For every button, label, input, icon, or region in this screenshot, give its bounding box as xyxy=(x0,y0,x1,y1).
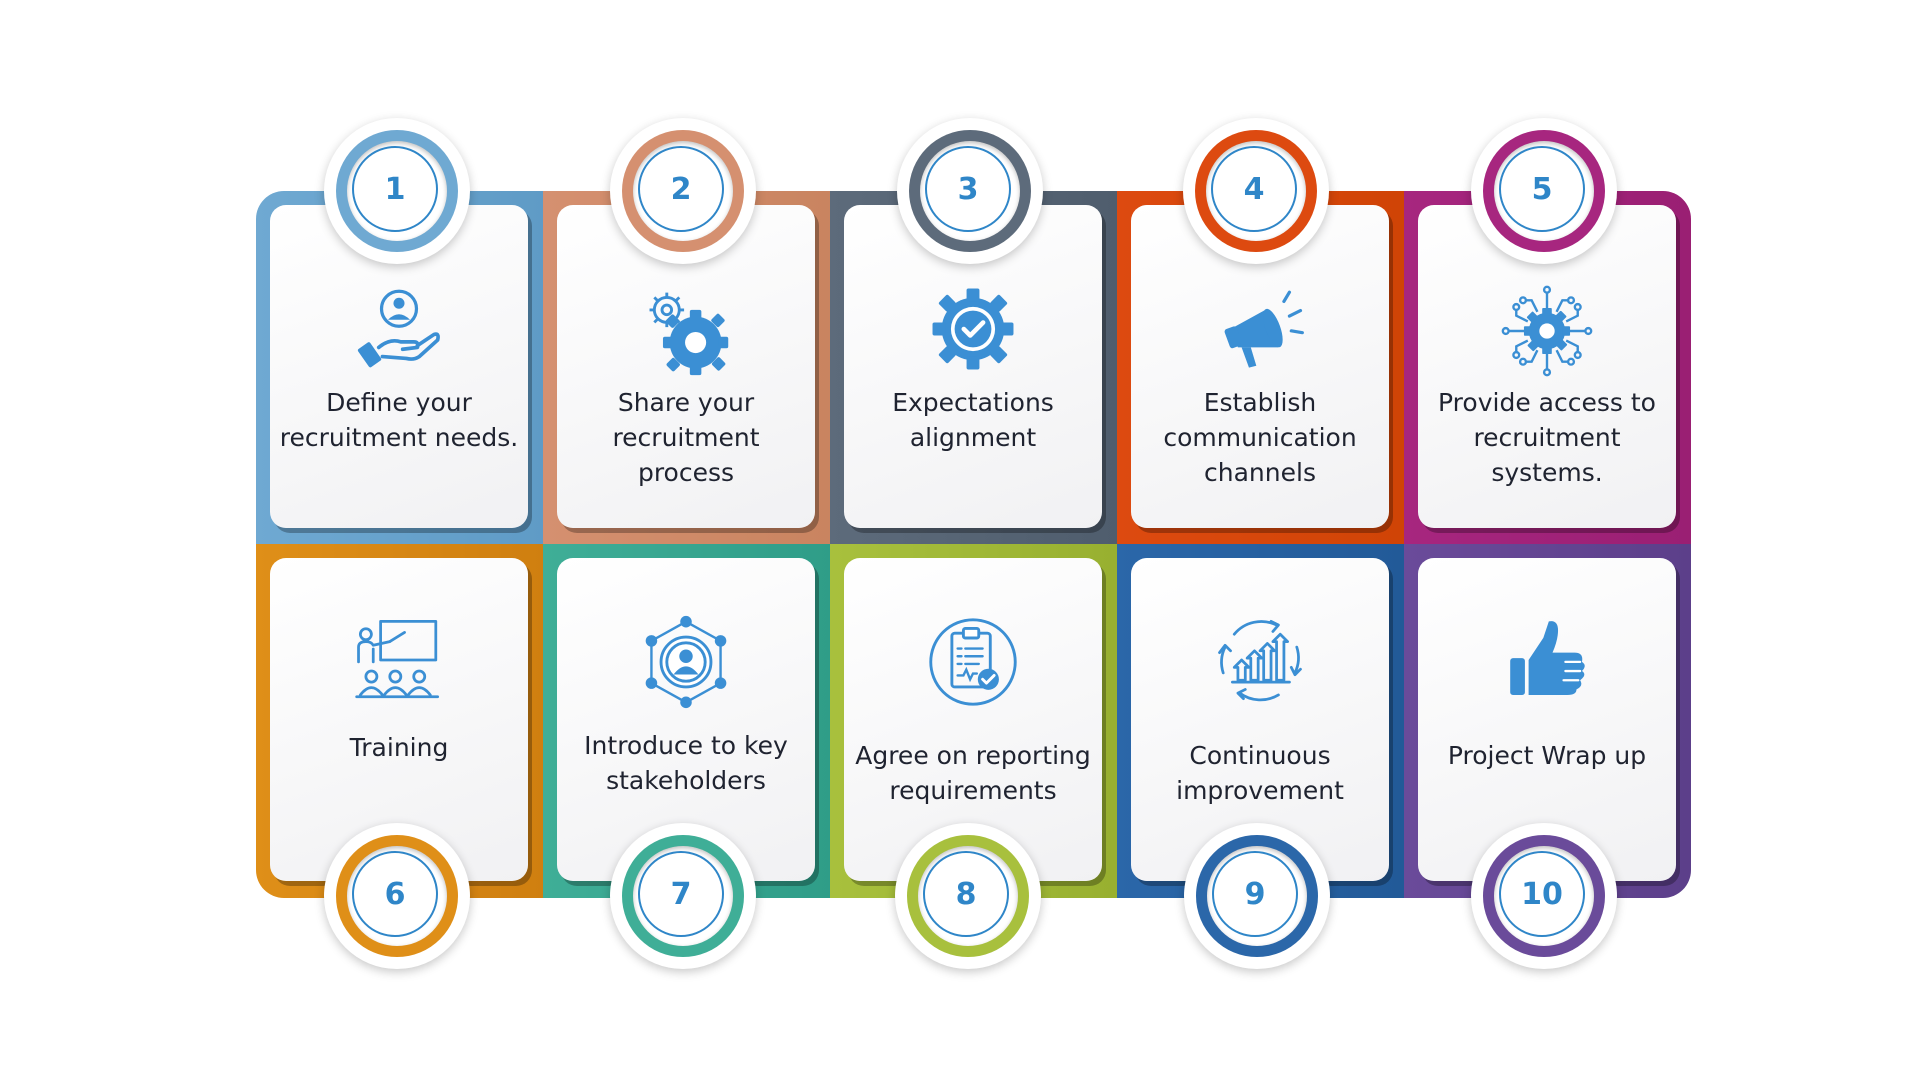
growth-cycle-icon xyxy=(1218,619,1302,702)
step-card-5: Provide access to recruitment systems. xyxy=(1418,205,1676,528)
step-number: 4 xyxy=(1211,146,1297,232)
step-number: 1 xyxy=(352,146,438,232)
user-network-icon xyxy=(645,615,727,709)
step-label: Share your recruitment process xyxy=(612,388,760,487)
step-label: Agree on reporting requirements xyxy=(855,741,1091,805)
megaphone-icon xyxy=(1224,290,1304,368)
step-number-badge-2: 2 xyxy=(610,118,756,264)
step-number: 10 xyxy=(1499,851,1585,937)
gear-network-icon xyxy=(1501,285,1593,377)
step-number-badge-4: 4 xyxy=(1183,118,1329,264)
step-card-9: Continuous improvement xyxy=(1131,558,1389,881)
step-label: Provide access to recruitment systems. xyxy=(1438,388,1656,487)
step-number-badge-7: 7 xyxy=(610,823,756,969)
step-card-8: Agree on reporting requirements xyxy=(844,558,1102,881)
step-number-badge-6: 6 xyxy=(324,823,470,969)
step-label: Expectations alignment xyxy=(892,388,1054,452)
step-label: Establish communication channels xyxy=(1163,388,1357,487)
step-number: 8 xyxy=(923,851,1009,937)
step-label: Introduce to key stakeholders xyxy=(584,731,788,795)
step-label: Training xyxy=(349,733,449,762)
clipboard-check-icon xyxy=(929,618,1017,706)
step-number: 7 xyxy=(638,851,724,937)
step-number-badge-8: 8 xyxy=(895,823,1041,969)
step-label: Project Wrap up xyxy=(1447,741,1647,770)
step-number-badge-10: 10 xyxy=(1471,823,1617,969)
thumbs-up-icon xyxy=(1510,621,1585,695)
step-label: Define your recruitment needs. xyxy=(279,388,519,452)
presentation-icon xyxy=(355,619,440,699)
gear-check-icon xyxy=(932,288,1014,370)
step-number: 6 xyxy=(352,851,438,937)
step-number-badge-9: 9 xyxy=(1184,823,1330,969)
step-label: Continuous improvement xyxy=(1176,741,1344,805)
step-number: 5 xyxy=(1499,146,1585,232)
step-number-badge-3: 3 xyxy=(897,118,1043,264)
gears-icon xyxy=(649,292,729,376)
step-number-badge-1: 1 xyxy=(324,118,470,264)
step-number-badge-5: 5 xyxy=(1471,118,1617,264)
step-number: 9 xyxy=(1212,851,1298,937)
step-number: 2 xyxy=(638,146,724,232)
step-number: 3 xyxy=(925,146,1011,232)
hand-user-icon xyxy=(357,289,440,368)
